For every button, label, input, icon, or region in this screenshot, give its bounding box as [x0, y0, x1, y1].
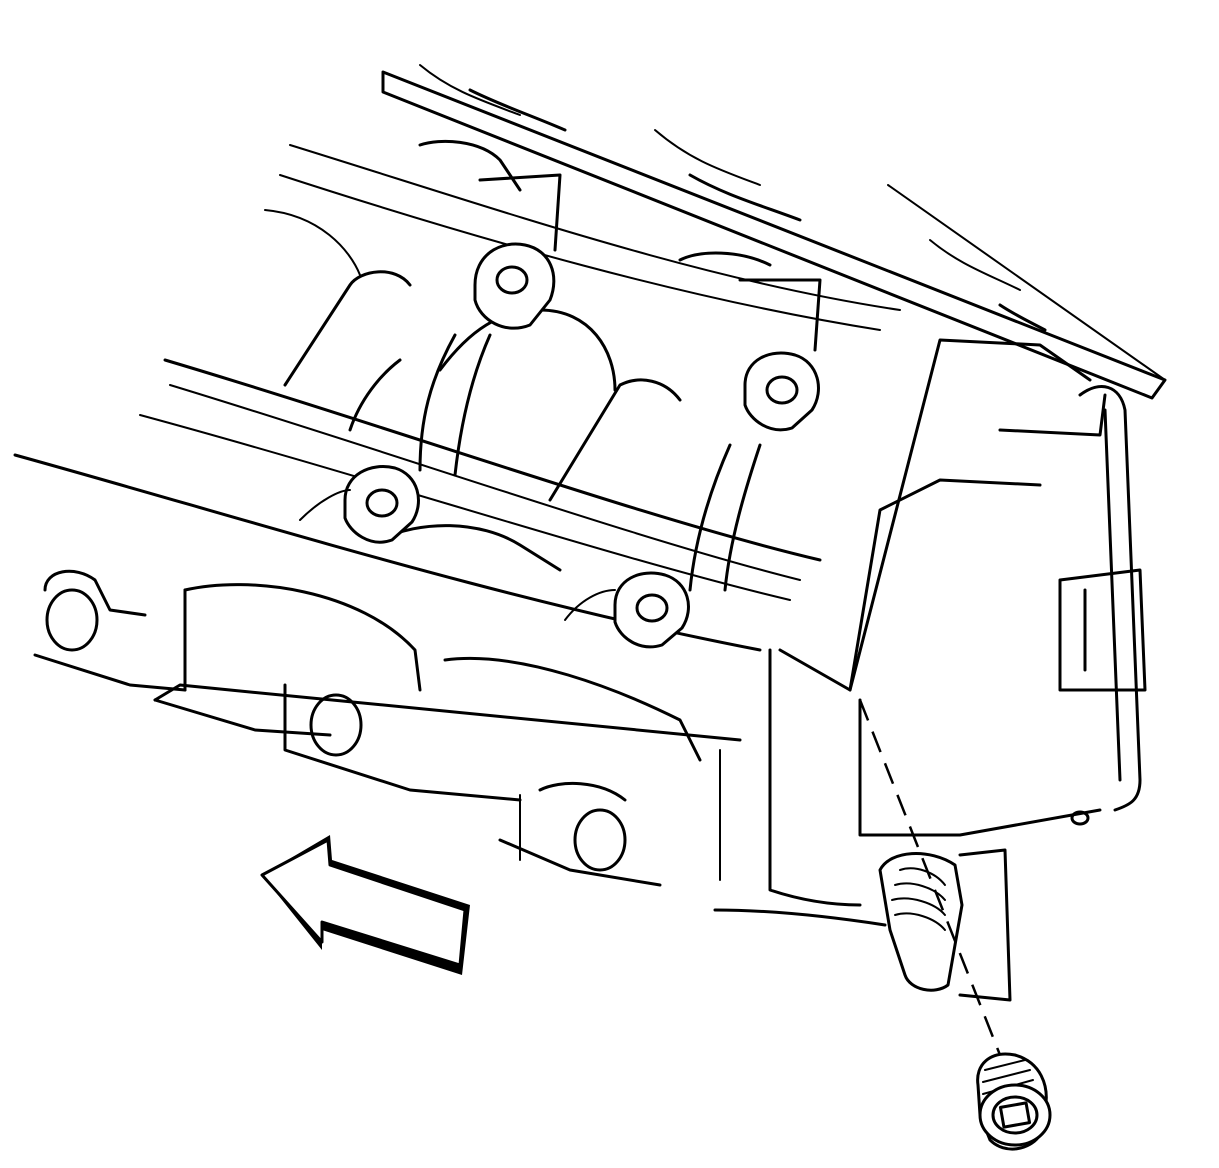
direction-arrow-icon — [260, 835, 470, 975]
rear-housing — [713, 338, 1147, 1002]
bore-walls — [283, 139, 822, 572]
top-rail — [381, 64, 1167, 400]
plug-icon — [976, 1052, 1052, 1151]
plug-boss — [878, 852, 964, 992]
upper-deck — [13, 144, 901, 652]
installation-centerline — [858, 699, 1002, 1056]
bulkheads — [299, 333, 762, 621]
lower-skirt — [33, 569, 742, 887]
bearing-caps — [343, 242, 820, 649]
